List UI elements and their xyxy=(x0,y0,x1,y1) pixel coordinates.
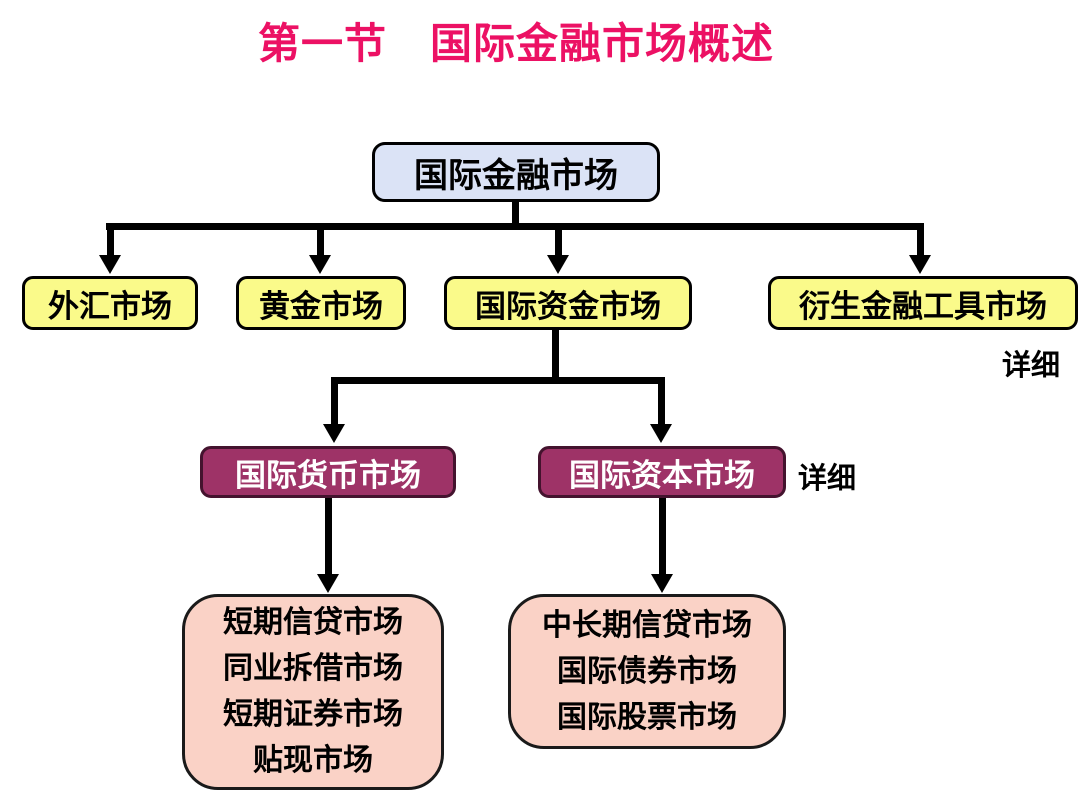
node-label: 国际资金市场 xyxy=(475,288,661,324)
connector-drop-capital-leaf xyxy=(659,498,666,575)
arrowhead-gold xyxy=(309,255,331,274)
arrowhead-funds xyxy=(547,255,569,274)
leaf-line: 贴现市场 xyxy=(253,744,373,777)
connector-drop-capital-market xyxy=(658,377,665,425)
node-derivatives-market: 衍生金融工具市场 xyxy=(768,276,1078,330)
detail-link-derivatives: 详细 xyxy=(1002,350,1061,382)
connector-drop-forex xyxy=(107,223,114,256)
leaf-line: 中长期信贷市场 xyxy=(542,608,752,642)
connector-root-trunk xyxy=(512,202,519,230)
node-gold-market: 黄金市场 xyxy=(236,276,406,330)
slide-title: 第一节 国际金融市场概述 xyxy=(257,20,774,67)
arrowhead-capital-market xyxy=(650,424,672,443)
arrowhead-forex xyxy=(99,255,121,274)
node-international-capital-market: 国际资本市场 xyxy=(538,446,786,498)
node-label: 国际货币市场 xyxy=(235,457,421,493)
connector-drop-derivatives xyxy=(917,223,924,256)
connector-level2-crossbar xyxy=(106,223,924,230)
leaf-line: 国际股票市场 xyxy=(557,700,737,734)
leaf-line: 同业拆借市场 xyxy=(223,652,403,685)
node-label: 国际金融市场 xyxy=(414,156,618,195)
node-international-funds-market: 国际资金市场 xyxy=(444,276,692,330)
node-money-market-submarkets: 短期信贷市场 同业拆借市场 短期证券市场 贴现市场 xyxy=(182,594,444,790)
connector-drop-gold xyxy=(317,223,324,256)
connector-drop-money-leaf xyxy=(325,498,332,575)
connector-level3-crossbar xyxy=(331,377,665,384)
node-label: 黄金市场 xyxy=(259,288,383,324)
node-label: 国际资本市场 xyxy=(569,457,755,493)
leaf-line: 国际债券市场 xyxy=(557,654,737,688)
leaf-line: 短期信贷市场 xyxy=(223,606,403,639)
arrowhead-money-market xyxy=(323,424,345,443)
node-label: 外汇市场 xyxy=(48,288,172,324)
connector-drop-funds xyxy=(555,223,562,256)
detail-link-capital-market: 详细 xyxy=(798,463,857,495)
connector-funds-trunk xyxy=(552,330,559,383)
node-label: 衍生金融工具市场 xyxy=(799,288,1047,324)
leaf-line: 短期证券市场 xyxy=(223,698,403,731)
arrowhead-derivatives xyxy=(909,255,931,274)
node-international-financial-market: 国际金融市场 xyxy=(372,142,660,202)
arrowhead-money-leaf xyxy=(317,574,339,593)
arrowhead-capital-leaf xyxy=(651,574,673,593)
connector-drop-money-market xyxy=(331,377,338,425)
node-capital-market-submarkets: 中长期信贷市场 国际债券市场 国际股票市场 xyxy=(508,594,786,749)
node-international-money-market: 国际货币市场 xyxy=(200,446,456,498)
node-forex-market: 外汇市场 xyxy=(22,276,198,330)
